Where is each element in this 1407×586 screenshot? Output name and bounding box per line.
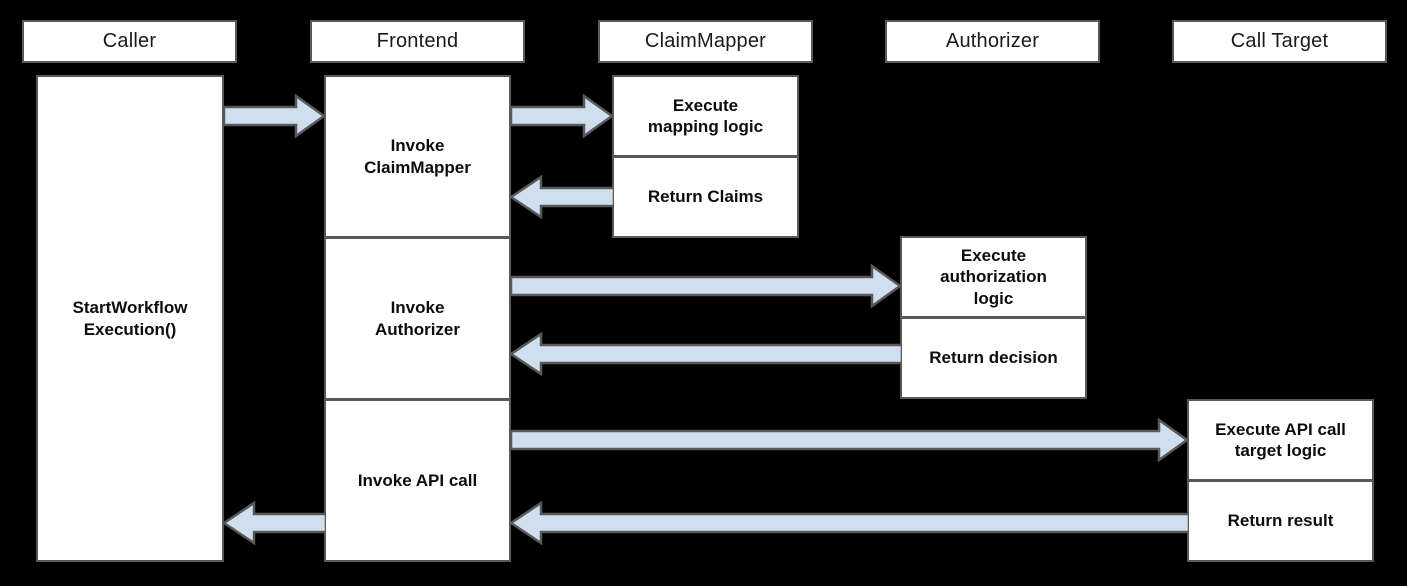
lifeline-header-calltarget[interactable]: Call Target bbox=[1172, 20, 1387, 63]
message-arrow-frontend-to-calltarget[interactable] bbox=[511, 418, 1189, 462]
lifeline-header-caller[interactable]: Caller bbox=[22, 20, 237, 63]
lifeline-header-authorizer-label: Authorizer bbox=[945, 30, 1040, 52]
message-arrow-frontend-to-caller[interactable] bbox=[222, 501, 326, 545]
message-arrow-authorizer-to-frontend[interactable] bbox=[509, 332, 902, 376]
activation-frontend-invoke-api-call-label: Invoke API call bbox=[357, 470, 478, 490]
activation-calltarget-return-result[interactable]: Return result bbox=[1187, 480, 1374, 562]
lifeline-header-authorizer[interactable]: Authorizer bbox=[885, 20, 1100, 63]
lifeline-header-frontend-label: Frontend bbox=[376, 30, 459, 52]
activation-authorizer-return-decision[interactable]: Return decision bbox=[900, 317, 1087, 399]
message-arrow-frontend-to-authorizer[interactable] bbox=[511, 264, 902, 308]
activation-authorizer-return-decision-label: Return decision bbox=[929, 348, 1058, 368]
message-arrow-caller-to-frontend[interactable] bbox=[224, 94, 326, 138]
activation-claimmapper-return-claims[interactable]: Return Claims bbox=[612, 156, 799, 238]
lifeline-header-claimmapper-label: ClaimMapper bbox=[644, 30, 767, 52]
lifeline-header-caller-label: Caller bbox=[102, 30, 157, 52]
lifeline-header-calltarget-label: Call Target bbox=[1230, 30, 1329, 52]
activation-claimmapper-return-claims-label: Return Claims bbox=[647, 187, 764, 207]
message-arrow-calltarget-to-frontend[interactable] bbox=[509, 501, 1189, 545]
message-arrow-frontend-to-claimmapper[interactable] bbox=[511, 94, 614, 138]
activation-frontend-invoke-api-call[interactable]: Invoke API call bbox=[324, 399, 511, 562]
message-arrow-claimmapper-to-frontend[interactable] bbox=[509, 175, 614, 219]
lifeline-header-claimmapper[interactable]: ClaimMapper bbox=[598, 20, 813, 63]
activation-calltarget-return-result-label: Return result bbox=[1227, 511, 1334, 531]
lifeline-header-frontend[interactable]: Frontend bbox=[310, 20, 525, 63]
